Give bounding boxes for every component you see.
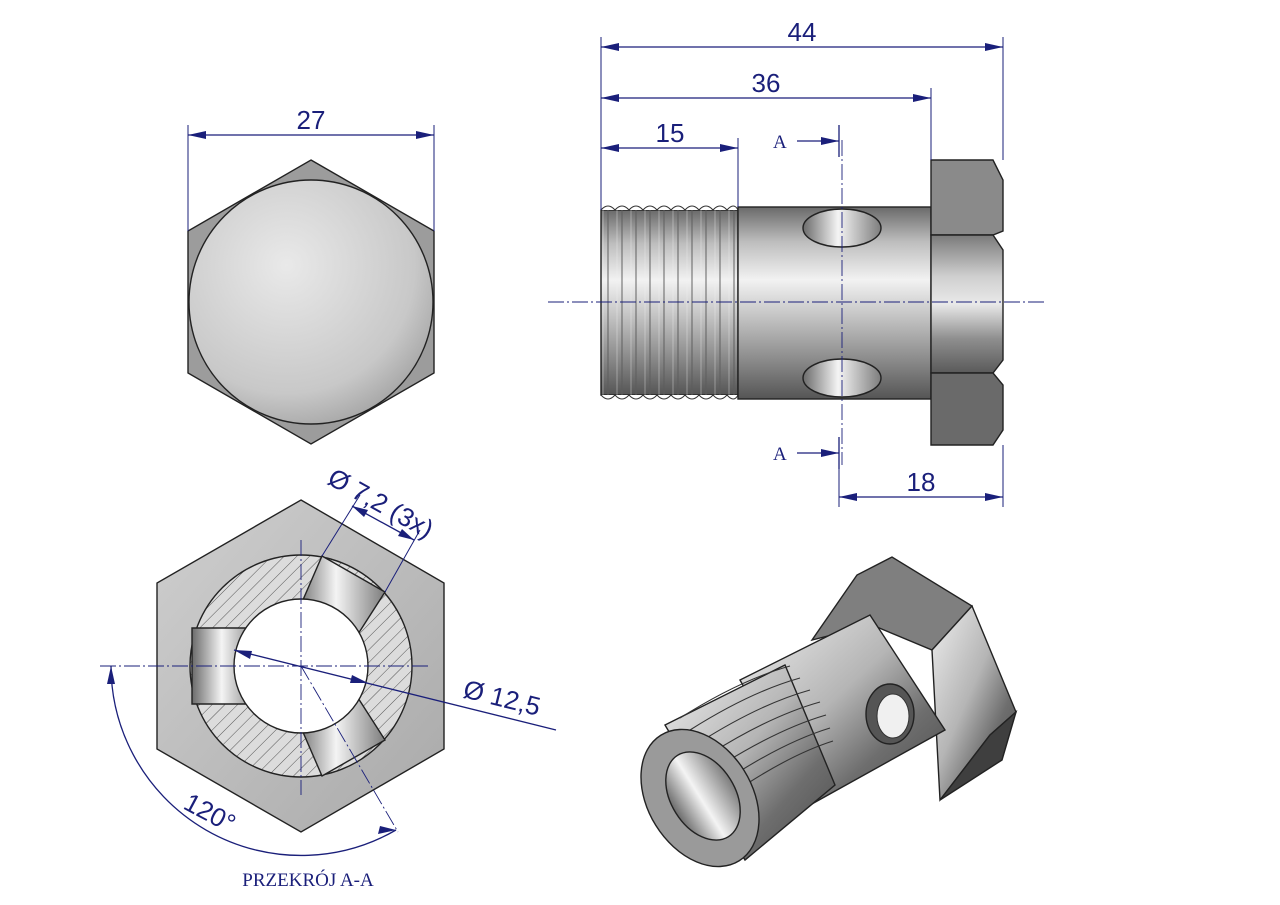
head-upper-face xyxy=(930,159,1004,236)
iso-bore xyxy=(665,751,741,841)
dim-length-to-head: 36 xyxy=(752,68,781,98)
isometric-view xyxy=(640,556,1018,868)
head-lower-face xyxy=(930,372,1004,446)
end-view-face xyxy=(188,179,434,425)
side-view: A A 44 36 15 18 xyxy=(548,17,1045,507)
dim-hole-angle: 120° xyxy=(179,787,241,839)
dim-thread-length: 15 xyxy=(656,118,685,148)
dim-head-offset: 18 xyxy=(907,467,936,497)
dim-total-length: 44 xyxy=(788,17,817,47)
iso-head-side xyxy=(939,709,1018,801)
section-marker-top: A xyxy=(773,132,787,153)
section-caption: PRZEKRÓJ A-A xyxy=(242,869,374,891)
dim-bore-diameter: Ø 12,5 xyxy=(461,674,544,722)
section-marker-bottom: A xyxy=(773,444,787,465)
head-middle-face xyxy=(930,234,1004,374)
end-view: 27 xyxy=(187,105,435,445)
dim-hex-across-flats: 27 xyxy=(297,105,326,135)
section-view: Ø 7,2 (3x) Ø 12,5 120° PRZEKRÓJ A-A xyxy=(100,462,557,891)
angle-arc xyxy=(110,665,397,857)
